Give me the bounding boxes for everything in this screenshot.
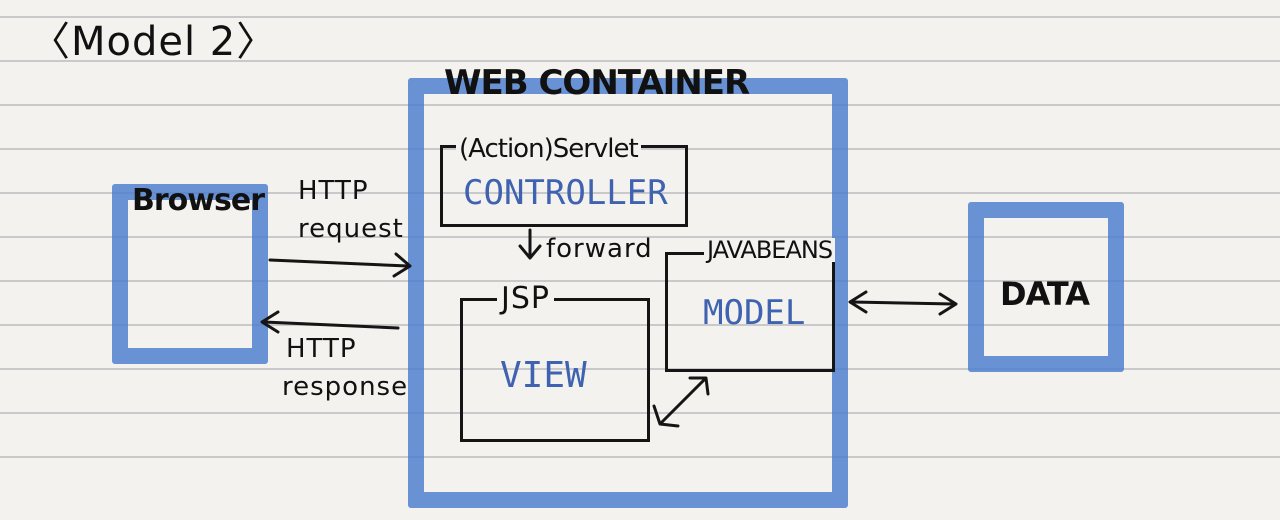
http-request-arrow bbox=[268, 258, 410, 268]
http-request-label-line2: request bbox=[298, 214, 404, 244]
http-request-label-line1: HTTP bbox=[298, 176, 369, 206]
forward-label: forward bbox=[546, 234, 653, 264]
view-caption: JSP bbox=[497, 284, 554, 314]
http-response-arrow bbox=[262, 320, 400, 330]
http-response-label-line1: HTTP bbox=[286, 334, 357, 364]
view-box bbox=[460, 298, 650, 442]
browser-box bbox=[112, 184, 268, 364]
web-container-label: WEB CONTAINER bbox=[444, 63, 750, 103]
diagram-title: 〈Model 2〉 bbox=[30, 19, 278, 65]
view-label: VIEW bbox=[500, 355, 587, 396]
controller-label: CONTROLLER bbox=[463, 173, 668, 213]
model-data-arrow bbox=[850, 300, 956, 306]
view-model-arrow bbox=[660, 378, 706, 424]
browser-label: Browser bbox=[132, 183, 265, 218]
controller-caption: (Action)Servlet bbox=[456, 136, 641, 162]
model-label: MODEL bbox=[703, 293, 806, 333]
model-caption: JAVABEANS bbox=[704, 238, 836, 262]
data-box bbox=[968, 202, 1124, 372]
web-container-box bbox=[408, 78, 848, 508]
http-response-label-line2: response bbox=[282, 372, 409, 402]
data-label: DATA bbox=[1000, 275, 1090, 313]
